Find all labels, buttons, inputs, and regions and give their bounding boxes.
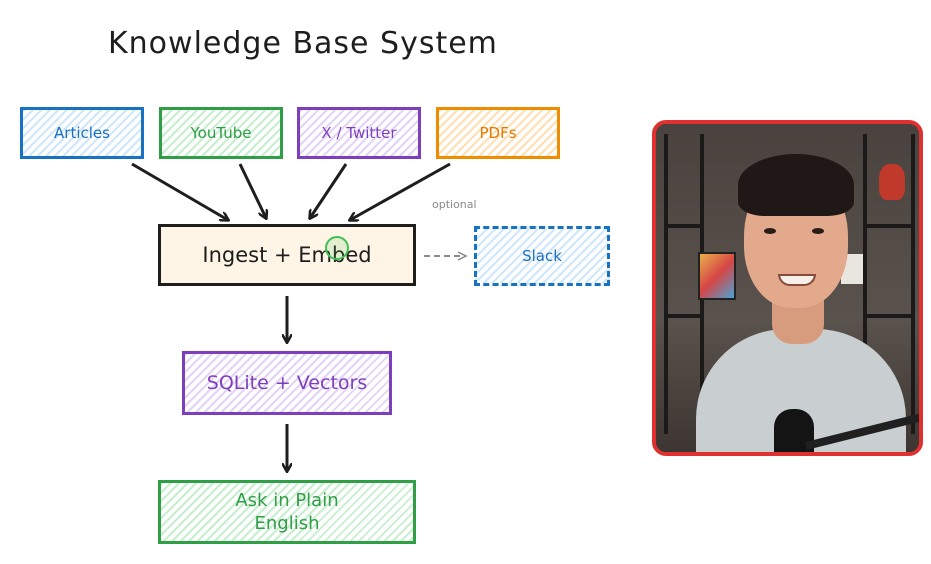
- toy-decor: [879, 164, 905, 200]
- presenter-mouth: [778, 274, 816, 286]
- source-pdfs-box[interactable]: PDFs: [436, 107, 560, 159]
- arrow-articles-to-ingest: [131, 162, 228, 220]
- slack-box[interactable]: Slack: [474, 226, 610, 286]
- source-twitter-label: X / Twitter: [321, 124, 397, 142]
- source-youtube-box[interactable]: YouTube: [159, 107, 283, 159]
- source-articles-label: Articles: [54, 124, 110, 142]
- ask-plain-english-box[interactable]: Ask in Plain English: [158, 480, 416, 544]
- arrow-twitter-to-ingest: [310, 163, 348, 218]
- cursor-highlight: [325, 236, 349, 260]
- presenter-eye-right: [812, 228, 824, 234]
- source-twitter-box[interactable]: X / Twitter: [297, 107, 421, 159]
- arrow-pdfs-to-ingest: [350, 162, 451, 220]
- presenter-webcam: [652, 120, 923, 456]
- slack-label: Slack: [522, 247, 562, 265]
- bookshelf-right: [863, 134, 915, 434]
- sqlite-vectors-box[interactable]: SQLite + Vectors: [182, 351, 392, 415]
- ask-label-line1: Ask in Plain: [235, 489, 339, 511]
- diagram-title: Knowledge Base System: [108, 26, 498, 61]
- arrow-youtube-to-ingest: [238, 163, 266, 218]
- presenter-hair: [738, 154, 854, 216]
- source-youtube-label: YouTube: [190, 124, 252, 142]
- poster-decor: [698, 252, 736, 300]
- source-articles-box[interactable]: Articles: [20, 107, 144, 159]
- ingest-embed-box[interactable]: Ingest + Embed: [158, 224, 416, 286]
- optional-label: optional: [432, 198, 477, 211]
- sqlite-vectors-label: SQLite + Vectors: [206, 372, 368, 394]
- lamp-decor: [841, 254, 863, 284]
- ask-label-line2: English: [254, 513, 320, 534]
- presenter-eye-left: [764, 228, 776, 234]
- source-pdfs-label: PDFs: [479, 124, 517, 142]
